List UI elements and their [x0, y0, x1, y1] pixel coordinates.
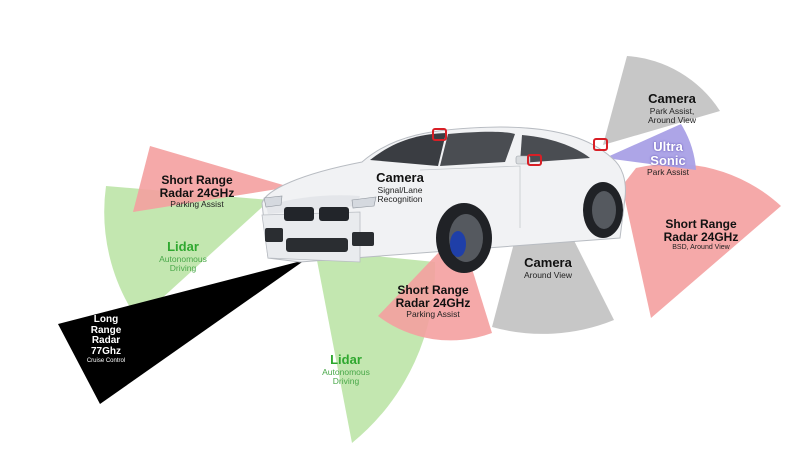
- car-headlight-left: [264, 196, 282, 207]
- srr-front-left-title: Short Range Radar 24GHz: [138, 174, 256, 199]
- srr-front-right-sub: Parking Assist: [376, 310, 490, 319]
- lidar-front-title: Lidar: [306, 353, 386, 367]
- car-grille-right: [319, 207, 349, 221]
- label-camera-side: Camera Around View: [508, 256, 588, 280]
- label-short-range-radar-rear: Short Range Radar 24GHz BSD, Around View: [642, 218, 760, 252]
- car-brake-front: [450, 231, 466, 257]
- camera-rear-sub: Park Assist, Around View: [630, 107, 714, 125]
- car-grille-left: [284, 207, 314, 221]
- label-lidar-left: Lidar Autonomous Driving: [140, 240, 226, 272]
- srr-rear-title: Short Range Radar 24GHz: [642, 218, 760, 243]
- camera-rear-title: Camera: [630, 92, 714, 106]
- label-camera-front: Camera Signal/Lane Recognition: [360, 171, 440, 203]
- ultrasonic-title: Ultra Sonic: [636, 140, 700, 167]
- srr-front-right-title: Short Range Radar 24GHz: [376, 284, 490, 309]
- car-side-intake-left: [265, 228, 283, 242]
- label-long-range-radar: Long Range Radar 77Ghz Cruise Control: [76, 315, 136, 364]
- camera-side-sub: Around View: [508, 271, 588, 280]
- car-lower-intake: [286, 238, 348, 252]
- label-camera-rear-top: Camera Park Assist, Around View: [630, 92, 714, 124]
- srr-front-left-sub: Parking Assist: [138, 200, 256, 209]
- long-range-radar-title: Long Range Radar 77Ghz: [76, 315, 136, 357]
- car-side-intake-right: [352, 232, 374, 246]
- lidar-left-title: Lidar: [140, 240, 226, 254]
- camera-side-title: Camera: [508, 256, 588, 270]
- lidar-front-sub: Autonomous Driving: [306, 368, 386, 386]
- srr-rear-sub: BSD, Around View: [642, 244, 760, 251]
- car-window-front: [440, 132, 515, 166]
- label-short-range-radar-front-left: Short Range Radar 24GHz Parking Assist: [138, 174, 256, 209]
- lidar-left-sub: Autonomous Driving: [140, 255, 226, 273]
- label-lidar-front: Lidar Autonomous Driving: [306, 353, 386, 385]
- label-ultrasonic: Ultra Sonic Park Assist: [636, 140, 700, 177]
- camera-front-title: Camera: [360, 171, 440, 185]
- car-wheel-rear-rim: [592, 191, 616, 229]
- label-short-range-radar-front-right: Short Range Radar 24GHz Parking Assist: [376, 284, 490, 319]
- long-range-radar-sub: Cruise Control: [76, 358, 136, 364]
- camera-front-sub: Signal/Lane Recognition: [360, 186, 440, 204]
- ultrasonic-sub: Park Assist: [636, 168, 700, 177]
